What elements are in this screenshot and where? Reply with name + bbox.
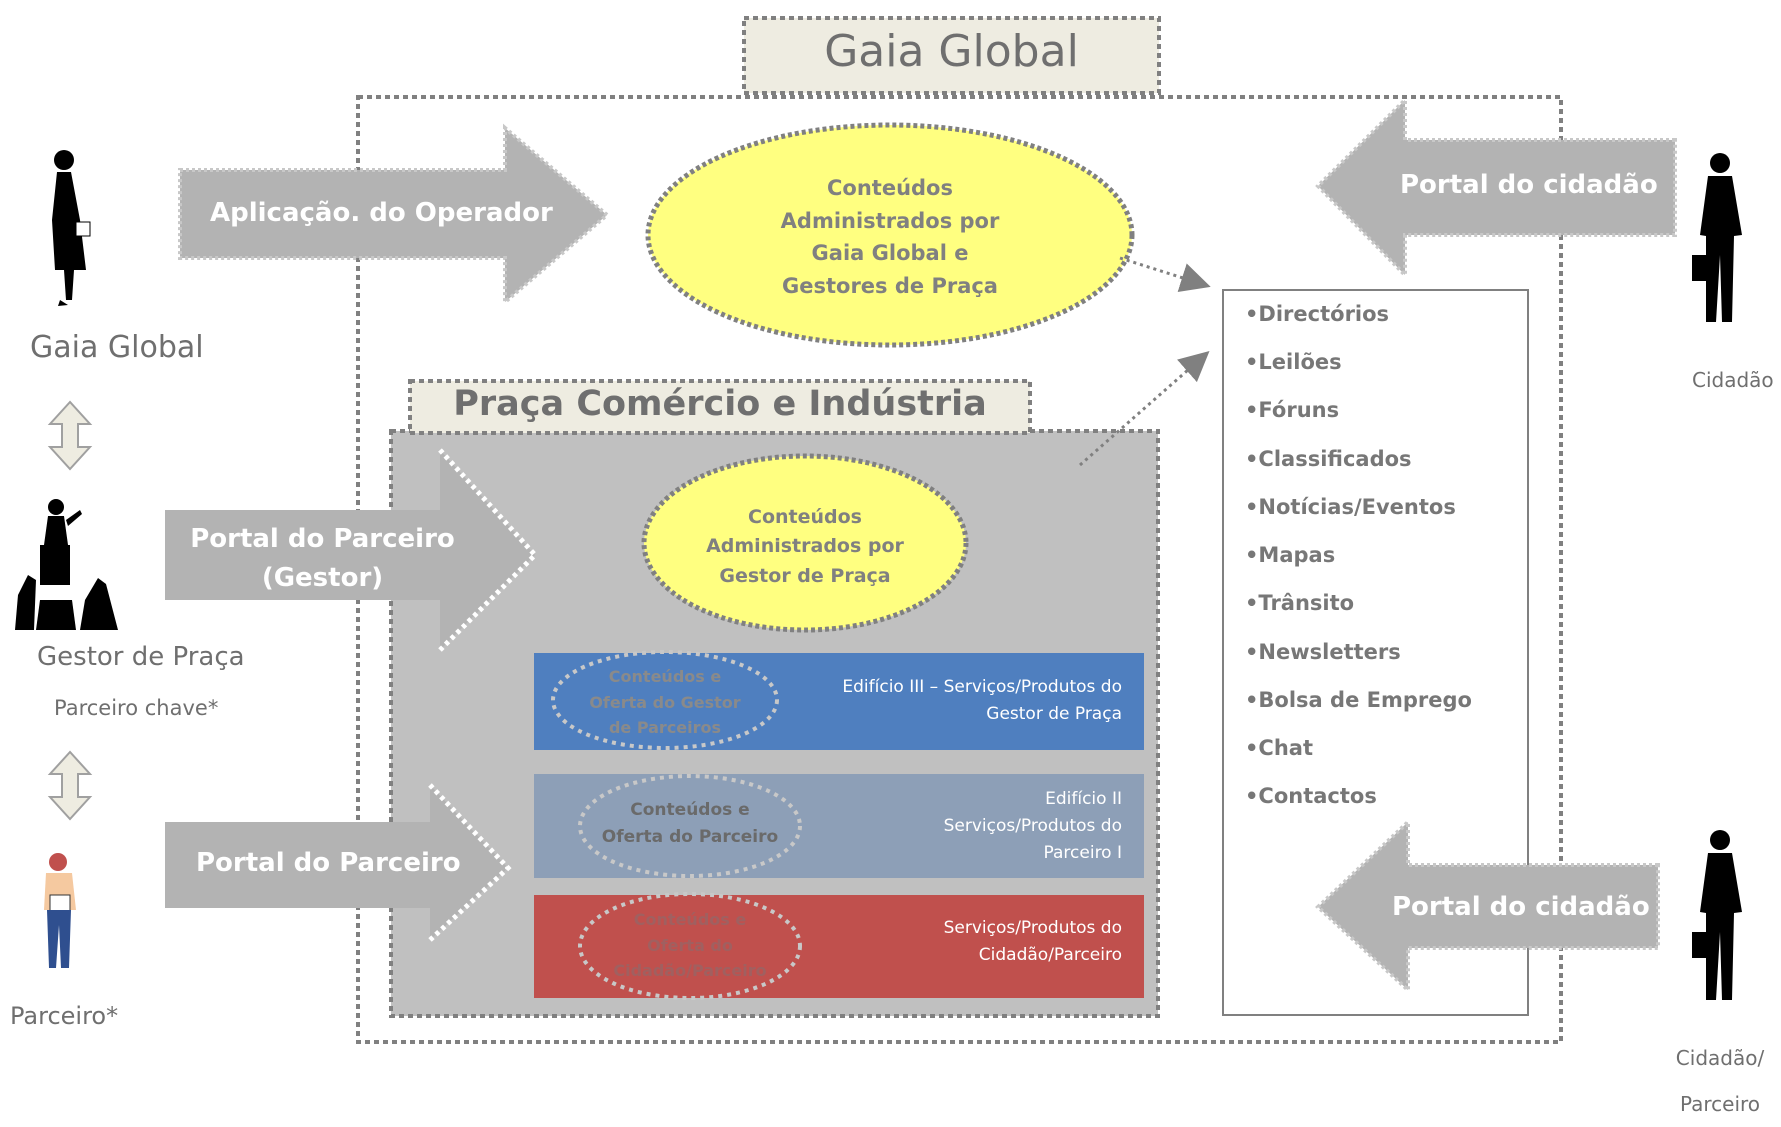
arrow-citizen-bottom: [1315, 817, 1660, 995]
building-3-text: Edifício III – Serviços/Produtos do Gest…: [820, 674, 1122, 728]
arrow-partner-edge: [428, 783, 512, 942]
citizen-bottom-arrow-label: Portal do cidadão: [1392, 892, 1650, 922]
businessman-icon: [1692, 153, 1742, 322]
arrow-operator: [178, 123, 611, 307]
building-2-text: Edifício II Serviços/Produtos do Parceir…: [900, 786, 1122, 868]
service-item-transito: •Trânsito: [1245, 591, 1355, 615]
speaker-crowd-icon: [15, 499, 118, 630]
actor-label-cidadao-parceiro: Cidadão/ Parceiro: [1665, 1035, 1775, 1127]
service-item-foruns: •Fóruns: [1245, 398, 1340, 422]
building-1-oval: [578, 892, 802, 1000]
service-item-directorios: •Directórios: [1245, 302, 1390, 326]
building-1-oval-line: Conteúdos e: [633, 910, 747, 929]
global-content-line: Gestores de Praça: [782, 273, 998, 298]
building-1-text-line: Serviços/Produtos do: [943, 918, 1122, 938]
service-item-mapas: •Mapas: [1245, 543, 1336, 567]
connector-global-to-services: [1119, 256, 1211, 293]
partner-manager-arrow-label: Portal do Parceiro (Gestor): [170, 520, 475, 598]
service-item-contactos: •Contactos: [1245, 784, 1377, 808]
partner-arrow-label: Portal do Parceiro: [196, 848, 461, 878]
manager-content-text: Conteúdos Administrados por Gestor de Pr…: [685, 503, 925, 591]
service-item-noticias: •Notícias/Eventos: [1245, 495, 1456, 519]
worker-icon: [44, 853, 76, 968]
building-2-oval-text: Conteúdos e Oferta do Parceiro: [590, 797, 790, 851]
global-content-ellipse: [645, 122, 1135, 348]
building-2-oval: [578, 774, 802, 878]
service-item-classificados: •Classificados: [1245, 447, 1412, 471]
building-1-text-line: Cidadão/Parceiro: [978, 945, 1122, 966]
global-content-line: Administrados por: [780, 208, 1000, 233]
building-3-bar: [534, 653, 1144, 750]
businesswoman-icon: [52, 150, 91, 306]
partner-manager-arrow-label-line1: Portal do Parceiro: [190, 524, 455, 554]
actor-label-cidadao: Cidadão: [1692, 368, 1774, 392]
building-3-text-line: Edifício III – Serviços/Produtos do: [842, 677, 1122, 697]
building-1-oval-line: Cidadão/Parceiro: [613, 961, 767, 981]
partner-manager-arrow-label-line2: (Gestor): [261, 563, 384, 593]
actor-label-parceiro: Parceiro*: [10, 1002, 119, 1030]
building-3-oval: [551, 650, 779, 750]
building-1-oval-line: Oferta do: [647, 935, 733, 955]
global-content-line: Gaia Global e: [811, 241, 969, 266]
global-content-text: Conteúdos Administrados por Gaia Global …: [740, 172, 1040, 302]
praca-title-box: [408, 379, 1032, 435]
service-item-chat: •Chat: [1245, 736, 1313, 760]
building-2-text-line: Edifício II: [1045, 789, 1122, 809]
building-3-text-line: Gestor de Praça: [986, 704, 1122, 725]
building-3-oval-line: de Parceiros: [608, 718, 722, 738]
gaia-global-title-box: [742, 16, 1161, 95]
arrow-partner: [165, 785, 508, 940]
businessman-icon: [1692, 830, 1742, 1000]
service-item-newsletters: •Newsletters: [1245, 640, 1401, 664]
manager-content-line: Administrados por: [706, 535, 904, 558]
actor-label-parceiro-chave: Parceiro chave*: [54, 696, 219, 720]
building-2-bar: [534, 774, 1144, 878]
building-2-text-line: Parceiro I: [1043, 843, 1122, 864]
manager-content-line: Conteúdos: [748, 506, 862, 528]
building-1-text: Serviços/Produtos do Cidadão/Parceiro: [900, 915, 1122, 969]
building-3-oval-line: Oferta do Gestor: [589, 692, 741, 712]
global-content-line: Conteúdos: [827, 176, 953, 200]
building-3-oval-line: Conteúdos e: [608, 667, 722, 686]
actor-label-cidadao-parceiro-line1: Cidadão/: [1675, 1046, 1765, 1070]
actor-label-gaia-global: Gaia Global: [30, 330, 204, 365]
arrow-partner-manager: [165, 450, 535, 650]
manager-content-line: Gestor de Praça: [719, 564, 891, 587]
arrow-citizen-top: [1315, 95, 1677, 280]
double-arrow-icon: [47, 400, 93, 471]
manager-content-ellipse: [641, 453, 969, 633]
service-item-bolsa-emprego: •Bolsa de Emprego: [1245, 688, 1472, 712]
building-2-oval-line: Oferta do Parceiro: [601, 827, 779, 848]
actor-label-gestor: Gestor de Praça: [37, 642, 245, 672]
actor-label-cidadao-parceiro-line2: Parceiro: [1679, 1092, 1761, 1116]
double-arrow-icon: [47, 750, 93, 821]
building-2-text-line: Serviços/Produtos do: [943, 816, 1122, 837]
operator-arrow-label: Aplicação. do Operador: [210, 198, 553, 228]
building-1-oval-text: Conteúdos e Oferta do Cidadão/Parceiro: [585, 907, 795, 984]
service-item-leiloes: •Leilões: [1245, 350, 1342, 374]
building-2-oval-line: Conteúdos e: [630, 800, 750, 820]
gaia-global-frame: [356, 95, 1563, 1044]
citizen-top-arrow-label: Portal do cidadão: [1400, 170, 1658, 200]
building-1-bar: [534, 895, 1144, 998]
building-3-oval-text: Conteúdos e Oferta do Gestor de Parceiro…: [560, 664, 770, 741]
praca-title: Praça Comércio e Indústria: [453, 384, 987, 424]
gaia-global-title: Gaia Global: [824, 26, 1079, 77]
